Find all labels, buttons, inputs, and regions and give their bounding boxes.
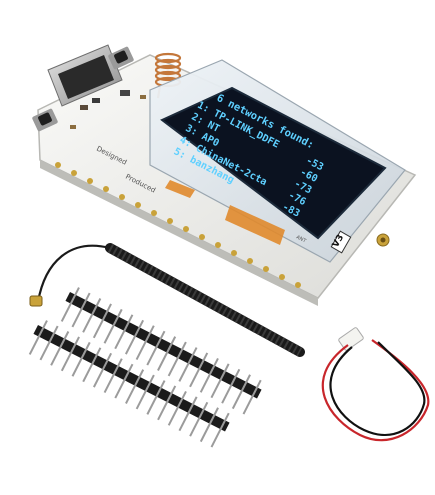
oled-flex-cable (225, 205, 285, 245)
jst-connector (338, 327, 364, 351)
battery-cable (321, 327, 430, 442)
pin-header-2 (28, 320, 230, 448)
version-badge: V3 (330, 230, 352, 254)
pigtail-antenna (29, 243, 305, 357)
oled-flex-tab (165, 180, 195, 198)
ufl-plug (29, 295, 43, 307)
dev-board: 6 networks found: 1: TP-LINK_DDFE -53 2:… (32, 44, 417, 306)
pcb-silk-ant: ANT (295, 234, 308, 244)
pin-header-1 (60, 287, 262, 415)
pcb-edge-pads (55, 162, 301, 288)
red-wire (321, 339, 430, 442)
oled-network-row: 2: NT (189, 111, 221, 134)
prg-button (32, 108, 58, 132)
smd-components (70, 90, 146, 129)
reset-button (108, 46, 134, 70)
pcb-edge (40, 160, 318, 306)
ufl-connector (376, 233, 390, 247)
usb-c-port (47, 44, 123, 107)
black-wire (329, 341, 426, 436)
